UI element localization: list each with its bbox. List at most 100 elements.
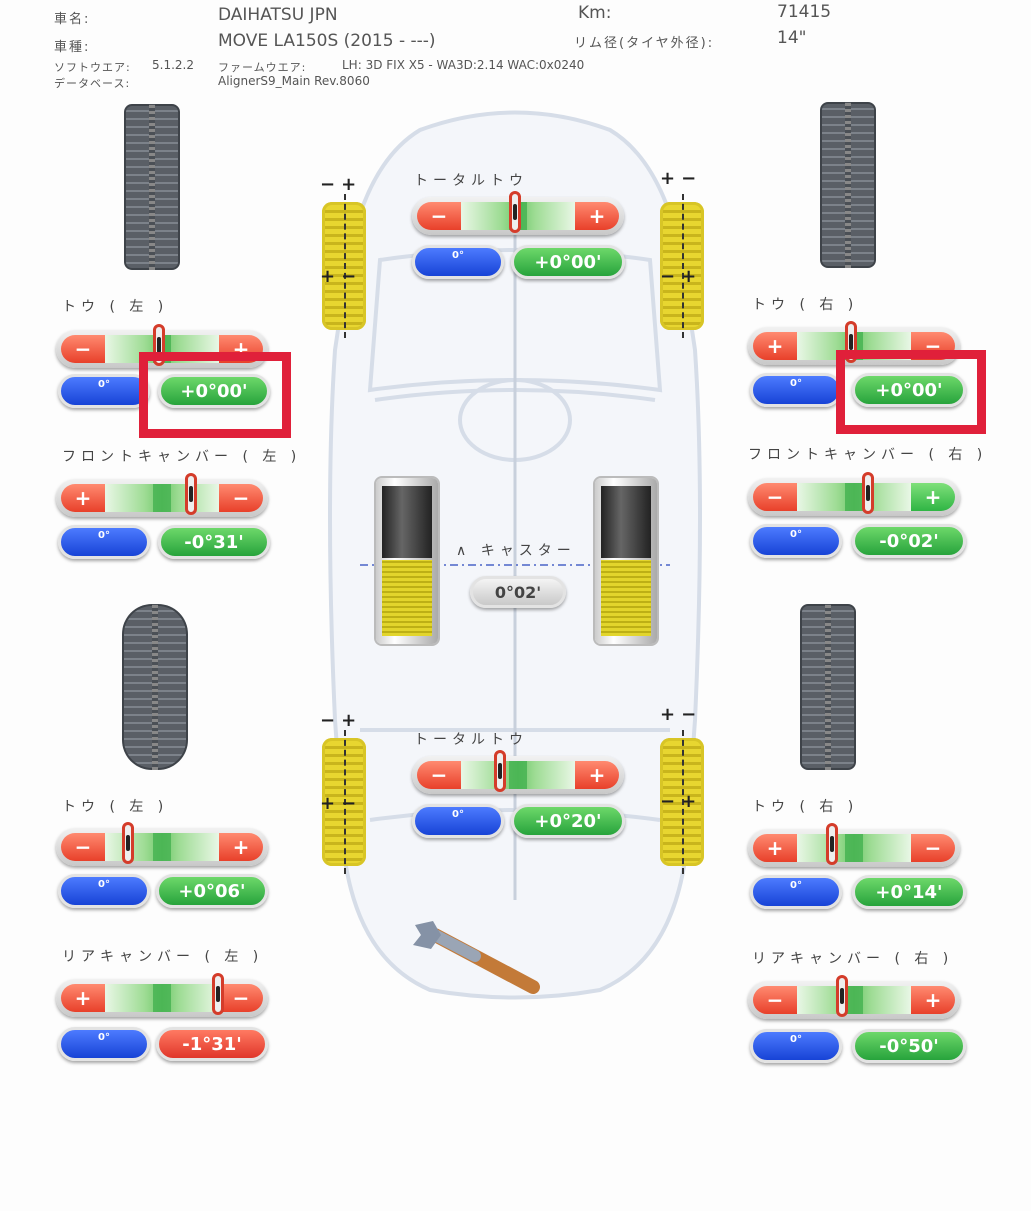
rim-value: 14" bbox=[777, 28, 807, 48]
car-model-label: 車種: bbox=[54, 40, 91, 55]
front-left-toe-highlight bbox=[139, 352, 291, 438]
car-name: DAIHATSU JPN bbox=[218, 5, 338, 25]
gauge-marker[interactable] bbox=[122, 822, 134, 864]
front-right-camber-gauge[interactable]: −+ bbox=[748, 472, 960, 516]
plus-icon: + bbox=[911, 986, 955, 1014]
car-name-label: 車名: bbox=[54, 12, 91, 27]
rear-right-wheel-icon bbox=[660, 730, 704, 874]
rim-label: リム径(タイヤ外径): bbox=[574, 36, 715, 51]
front-right-toe-highlight bbox=[836, 350, 986, 434]
gauge-marker[interactable] bbox=[185, 473, 197, 515]
car-model: MOVE LA150S (2015 - ---) bbox=[218, 31, 436, 51]
rear-left-camber-value: -1°31' bbox=[156, 1027, 268, 1061]
software-label: ソフトウエア: bbox=[54, 61, 131, 74]
fr-bottom-signs: −+ bbox=[660, 266, 703, 287]
front-left-toe-offset[interactable]: 0° bbox=[58, 374, 150, 408]
rear-left-toe-offset[interactable]: 0° bbox=[58, 874, 150, 908]
front-total-toe-offset[interactable]: 0° bbox=[412, 245, 504, 279]
minus-icon: − bbox=[753, 986, 797, 1014]
minus-icon: − bbox=[219, 984, 263, 1012]
fl-top-signs: −+ bbox=[320, 174, 363, 195]
front-left-toe-value: +0°00' bbox=[158, 374, 270, 408]
front-left-wheel-icon bbox=[322, 194, 366, 338]
rear-right-toe-gauge[interactable]: +− bbox=[748, 823, 960, 867]
rear-total-toe-gauge[interactable]: −+ bbox=[412, 750, 624, 794]
rear-left-camber-gauge[interactable]: +− bbox=[56, 973, 268, 1017]
rr-top-signs: +− bbox=[660, 704, 703, 725]
rear-left-camber-title: リアキャンバー ( 左 ) bbox=[62, 949, 264, 965]
caster-title: ∧ キャスター bbox=[456, 543, 576, 559]
gauge-marker[interactable] bbox=[494, 750, 506, 792]
minus-icon: − bbox=[219, 484, 263, 512]
front-total-toe-value: +0°00' bbox=[511, 245, 625, 279]
wrench-icon[interactable] bbox=[405, 915, 545, 1005]
rear-total-toe-value: +0°20' bbox=[511, 804, 625, 838]
database-label: データベース: bbox=[54, 77, 131, 90]
rear-left-toe-title: トウ ( 左 ) bbox=[62, 799, 169, 815]
plus-icon: + bbox=[753, 332, 797, 360]
minus-icon: − bbox=[417, 202, 461, 230]
gauge-marker[interactable] bbox=[836, 975, 848, 1017]
gauge-marker[interactable] bbox=[826, 823, 838, 865]
gauge-marker[interactable] bbox=[862, 472, 874, 514]
front-right-camber-title: フロントキャンバー ( 右 ) bbox=[748, 447, 988, 463]
km-value: 71415 bbox=[777, 2, 832, 22]
rear-left-wheel-icon bbox=[322, 730, 366, 874]
rl-top-signs: −+ bbox=[320, 710, 363, 731]
plus-icon: + bbox=[61, 484, 105, 512]
plus-icon: + bbox=[575, 761, 619, 789]
plus-icon: + bbox=[753, 834, 797, 862]
gauge-marker[interactable] bbox=[212, 973, 224, 1015]
front-left-camber-offset[interactable]: 0° bbox=[58, 525, 150, 559]
front-right-tire-graphic bbox=[820, 102, 876, 268]
rear-right-toe-title: トウ ( 右 ) bbox=[752, 799, 859, 815]
rr-bottom-signs: −+ bbox=[660, 791, 703, 812]
front-right-toe-offset[interactable]: 0° bbox=[750, 373, 842, 407]
rear-right-camber-offset[interactable]: 0° bbox=[750, 1029, 842, 1063]
software-value: 5.1.2.2 bbox=[152, 58, 194, 72]
plus-icon: + bbox=[575, 202, 619, 230]
plus-icon: + bbox=[219, 833, 263, 861]
rear-right-toe-value: +0°14' bbox=[852, 875, 966, 909]
rear-left-toe-value: +0°06' bbox=[156, 874, 268, 908]
front-total-toe-title: トータルトウ bbox=[414, 173, 528, 189]
rear-left-toe-gauge[interactable]: −+ bbox=[56, 822, 268, 866]
fr-top-signs: +− bbox=[660, 168, 703, 189]
rear-right-camber-gauge[interactable]: −+ bbox=[748, 975, 960, 1019]
km-label: Km: bbox=[578, 3, 612, 23]
firmware-value: LH: 3D FIX X5 - WA3D:2.14 WAC:0x0240 bbox=[342, 58, 585, 72]
rear-right-camber-title: リアキャンバー ( 右 ) bbox=[752, 951, 954, 967]
rl-bottom-signs: +− bbox=[320, 793, 363, 814]
firmware-label: ファームウエア: bbox=[218, 61, 307, 74]
right-shock-graphic bbox=[595, 478, 657, 644]
front-right-toe-value: +0°00' bbox=[852, 373, 966, 407]
front-left-camber-gauge[interactable]: +− bbox=[56, 473, 268, 517]
front-left-toe-title: トウ ( 左 ) bbox=[62, 299, 169, 315]
minus-icon: − bbox=[911, 834, 955, 862]
left-shock-graphic bbox=[376, 478, 438, 644]
database-value: AlignerS9_Main Rev.8060 bbox=[218, 74, 370, 88]
minus-icon: − bbox=[753, 483, 797, 511]
front-left-tire-graphic bbox=[124, 104, 180, 270]
front-right-wheel-icon bbox=[660, 194, 704, 338]
minus-icon: − bbox=[61, 833, 105, 861]
front-right-camber-offset[interactable]: 0° bbox=[750, 524, 842, 558]
rear-total-toe-title: トータルトウ bbox=[414, 732, 528, 748]
rear-left-tire-graphic bbox=[122, 604, 188, 770]
front-right-toe-title: トウ ( 右 ) bbox=[752, 297, 859, 313]
gauge-marker[interactable] bbox=[509, 191, 521, 233]
rear-right-toe-offset[interactable]: 0° bbox=[750, 875, 842, 909]
front-left-camber-value: -0°31' bbox=[158, 525, 270, 559]
rear-right-camber-value: -0°50' bbox=[852, 1029, 966, 1063]
caster-value: 0°02' bbox=[470, 576, 566, 608]
rear-total-toe-offset[interactable]: 0° bbox=[412, 804, 504, 838]
front-total-toe-gauge[interactable]: −+ bbox=[412, 191, 624, 235]
minus-icon: − bbox=[417, 761, 461, 789]
minus-icon: − bbox=[61, 335, 105, 363]
rear-left-camber-offset[interactable]: 0° bbox=[58, 1027, 150, 1061]
plus-icon: + bbox=[61, 984, 105, 1012]
front-right-camber-value: -0°02' bbox=[852, 524, 966, 558]
rear-right-tire-graphic bbox=[800, 604, 856, 770]
front-left-camber-title: フロントキャンバー ( 左 ) bbox=[62, 449, 302, 465]
plus-icon: + bbox=[911, 483, 955, 511]
